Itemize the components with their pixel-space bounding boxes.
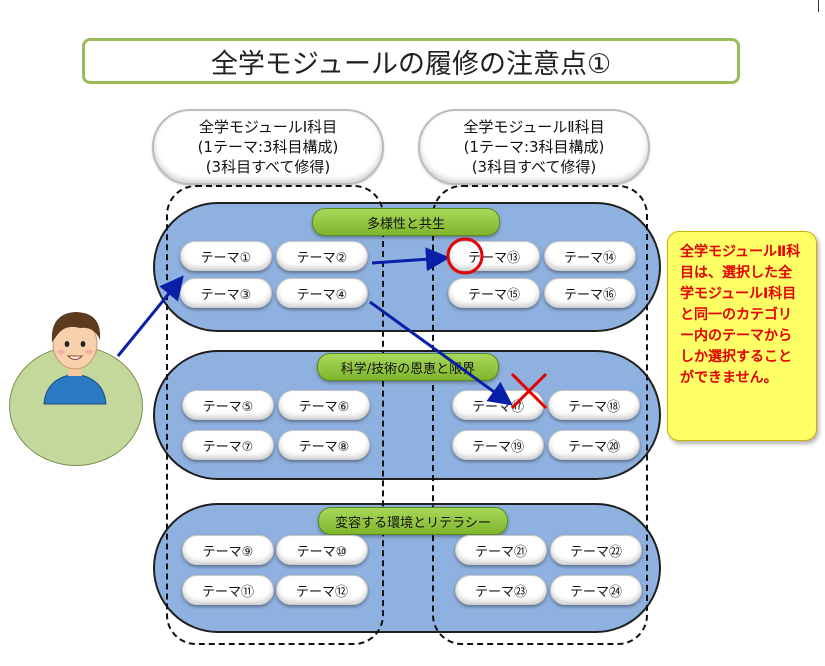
theme-20-label: テーマ⑳	[567, 439, 620, 455]
theme-12-label: テーマ⑫	[295, 584, 348, 600]
theme-23-label: テーマ㉓	[474, 584, 527, 600]
caution-note-text: 全学モジュールⅡ科目は、選択した全学モジュールⅠ科目と同一のカテゴリー内のテーマ…	[680, 244, 801, 386]
arrow-theme-04-to-theme-17	[369, 300, 513, 406]
header-module-1-line3: (3科目すべて修得)	[205, 158, 331, 176]
theme-02-label: テーマ②	[296, 250, 348, 266]
header-module-2-line3: (3科目すべて修得)	[471, 158, 597, 176]
theme-07: テーマ⑦	[182, 430, 274, 460]
theme-06: テーマ⑥	[278, 390, 370, 420]
theme-15: テーマ⑮	[448, 278, 540, 308]
theme-19-label: テーマ⑲	[471, 439, 524, 455]
theme-24: テーマ㉔	[550, 575, 642, 605]
theme-12: テーマ⑫	[276, 575, 368, 605]
theme-09-label: テーマ⑨	[202, 544, 254, 560]
edge-tick	[818, 0, 819, 12]
theme-04-label: テーマ④	[296, 287, 348, 303]
header-module-2: 全学モジュールⅡ科目 (1テーマ:3科目構成) (3科目すべて修得)	[418, 109, 650, 185]
theme-20: テーマ⑳	[548, 430, 640, 460]
theme-23: テーマ㉓	[455, 575, 547, 605]
theme-05: テーマ⑤	[182, 390, 274, 420]
theme-01: テーマ①	[180, 241, 272, 271]
theme-03-label: テーマ③	[200, 287, 252, 303]
theme-08: テーマ⑧	[278, 430, 370, 460]
arrow-student-to-theme-03	[116, 275, 184, 357]
theme-24-label: テーマ㉔	[569, 584, 622, 600]
theme-07-label: テーマ⑦	[202, 439, 254, 455]
theme-10-label: テーマ⑩	[296, 544, 348, 560]
module-1-column-outline	[166, 185, 384, 645]
theme-18: テーマ⑱	[548, 390, 640, 420]
theme-19: テーマ⑲	[452, 430, 544, 460]
theme-04: テーマ④	[276, 278, 368, 308]
theme-02: テーマ②	[276, 241, 368, 271]
theme-10: テーマ⑩	[276, 535, 368, 565]
theme-13: テーマ⑬	[448, 241, 540, 271]
category-label-2-text: 科学/技術の恩恵と限界	[340, 361, 476, 377]
theme-14-label: テーマ⑭	[563, 250, 616, 266]
circle-ok-icon	[446, 237, 484, 275]
category-label-1-text: 多様性と共生	[366, 216, 445, 232]
header-module-1: 全学モジュールⅠ科目 (1テーマ:3科目構成) (3科目すべて修得)	[152, 109, 384, 185]
theme-14: テーマ⑭	[544, 241, 636, 271]
theme-21: テーマ㉑	[455, 535, 547, 565]
theme-11: テーマ⑪	[182, 575, 274, 605]
theme-05-label: テーマ⑤	[202, 399, 254, 415]
arrow-theme-02-to-theme-13	[371, 247, 450, 272]
theme-01-label: テーマ①	[200, 250, 252, 266]
theme-16-label: テーマ⑯	[563, 287, 616, 303]
page-title-text: 全学モジュールの履修の注意点①	[210, 48, 612, 80]
cross-ng-icon	[510, 372, 548, 410]
theme-22: テーマ㉒	[550, 535, 642, 565]
page-title: 全学モジュールの履修の注意点①	[82, 38, 740, 84]
category-label-1: 多様性と共生	[312, 208, 500, 236]
theme-11-label: テーマ⑪	[201, 584, 254, 600]
header-module-1-line1: 全学モジュールⅠ科目	[198, 118, 338, 136]
module-2-column-outline	[432, 185, 648, 645]
category-band-3	[153, 503, 661, 633]
caution-note: 全学モジュールⅡ科目は、選択した全学モジュールⅠ科目と同一のカテゴリー内のテーマ…	[667, 231, 817, 441]
student-avatar-icon	[43, 312, 107, 405]
theme-09: テーマ⑨	[182, 535, 274, 565]
theme-15-label: テーマ⑮	[467, 287, 520, 303]
category-label-3-text: 変容する環境とリテラシー	[335, 515, 491, 531]
theme-21-label: テーマ㉑	[474, 544, 527, 560]
header-module-2-line2: (1テーマ:3科目構成)	[463, 138, 605, 156]
theme-08-label: テーマ⑧	[298, 439, 350, 455]
header-module-2-line1: 全学モジュールⅡ科目	[463, 118, 605, 136]
theme-16: テーマ⑯	[544, 278, 636, 308]
category-label-2: 科学/技術の恩恵と限界	[317, 353, 499, 381]
theme-03: テーマ③	[180, 278, 272, 308]
category-label-3: 変容する環境とリテラシー	[318, 507, 508, 535]
theme-06-label: テーマ⑥	[298, 399, 350, 415]
theme-22-label: テーマ㉒	[569, 544, 622, 560]
header-module-1-line2: (1テーマ:3科目構成)	[197, 138, 339, 156]
theme-18-label: テーマ⑱	[567, 399, 620, 415]
